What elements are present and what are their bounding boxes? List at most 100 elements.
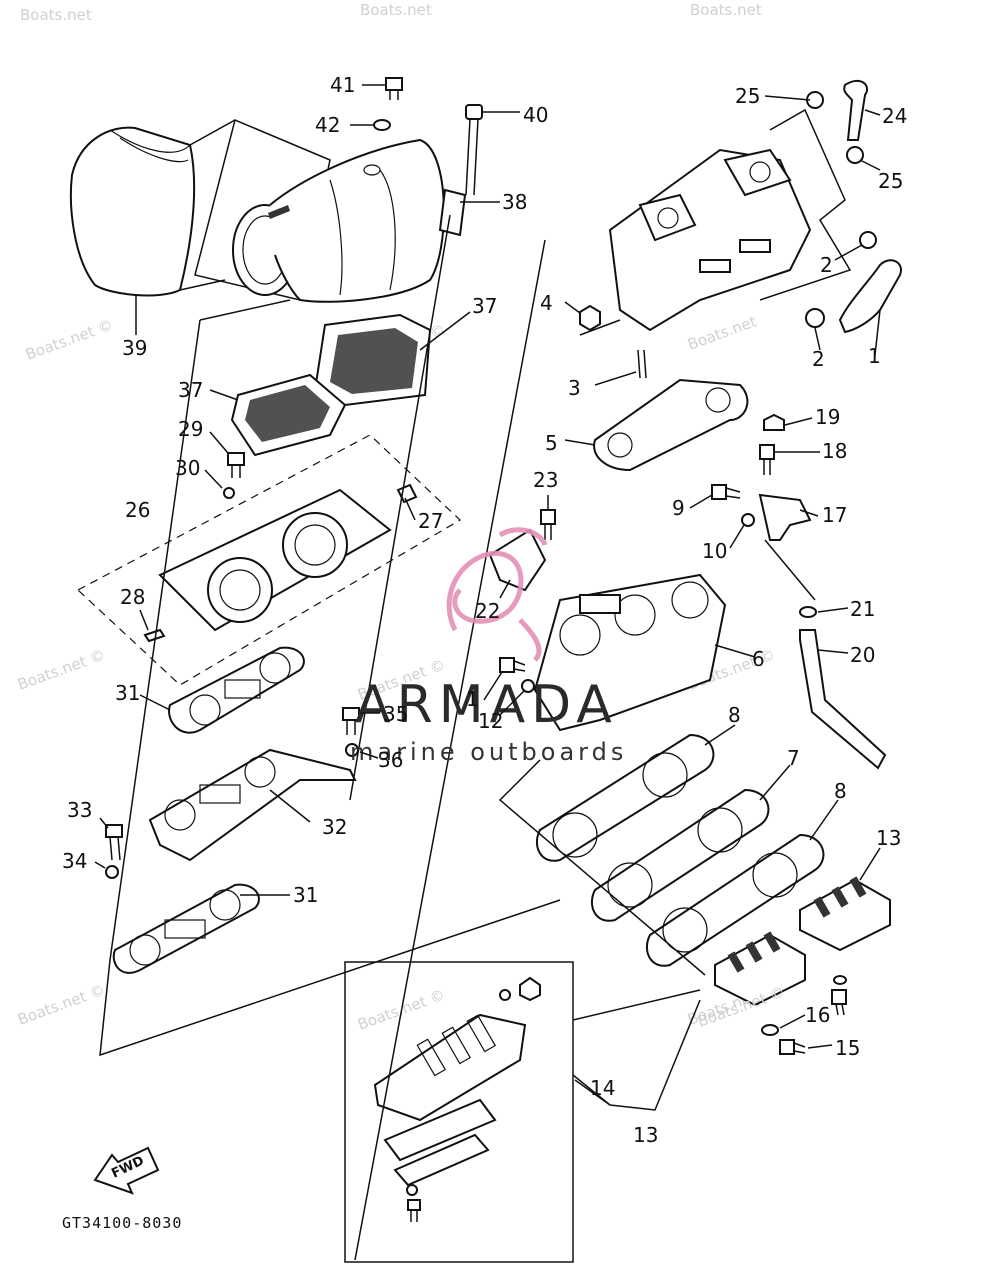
bolt-41	[385, 77, 403, 100]
reed-valve-left	[714, 931, 806, 1007]
bracket-38	[438, 188, 467, 237]
bracket-17	[758, 493, 812, 541]
leader	[572, 989, 701, 1021]
carburetor	[608, 148, 812, 332]
frame-outline	[99, 319, 561, 1057]
callout-13b: 13	[633, 1123, 658, 1147]
brand-tagline: marine outboards	[350, 738, 627, 766]
callout-20: 20	[850, 643, 875, 667]
watermark: Boats.net	[360, 1, 432, 19]
callout-5: 5	[545, 431, 558, 455]
callout-40: 40	[523, 103, 548, 127]
callout-2: 2	[820, 253, 833, 277]
callout-3: 3	[568, 376, 581, 400]
callout-8b: 8	[834, 779, 847, 803]
watermark: Boats.net ©	[15, 981, 107, 1029]
watermark: Boats.net ©	[15, 646, 107, 694]
watermark: Boats.net	[685, 312, 759, 353]
callout-13: 13	[876, 826, 901, 850]
sensor-22	[488, 528, 547, 592]
gasket-32	[148, 748, 357, 862]
air-box-base	[158, 488, 392, 632]
stud-3	[637, 349, 641, 379]
frame-outline	[349, 214, 451, 801]
callout-25: 25	[735, 84, 760, 108]
detail-inset-box	[344, 961, 574, 1263]
cap-19	[763, 413, 785, 431]
air-filter-element	[230, 313, 432, 457]
callout-31b: 31	[293, 883, 318, 907]
clamp-2b	[805, 308, 825, 328]
callout-35: 35	[383, 702, 408, 726]
watermark: Boats.net	[20, 6, 92, 24]
callout-19: 19	[815, 405, 840, 429]
callout-18: 18	[822, 439, 847, 463]
bolt-40	[465, 104, 483, 196]
washer-30	[223, 487, 235, 499]
air-intake-duct	[69, 119, 236, 297]
leader-lines	[94, 84, 881, 1106]
gasket-31-bottom	[112, 883, 260, 974]
reed-valve-detail	[373, 976, 541, 1222]
gasket-8-bottom	[645, 833, 825, 967]
callout-30: 30	[175, 456, 200, 480]
callout-25b: 25	[878, 169, 903, 193]
bolt-9	[711, 484, 741, 500]
intake-manifold	[533, 573, 727, 732]
callout-9: 9	[672, 496, 685, 520]
callout-31: 31	[115, 681, 140, 705]
callout-2b: 2	[812, 347, 825, 371]
callout-15: 15	[835, 1036, 860, 1060]
callout-16: 16	[805, 1003, 830, 1027]
bolt-15	[779, 1039, 806, 1055]
hose-1	[838, 259, 902, 334]
leader	[759, 108, 852, 301]
leader	[579, 319, 621, 336]
leader	[764, 539, 816, 601]
callout-42: 42	[315, 113, 340, 137]
brand-logo: ARMADA marine outboards	[350, 527, 627, 766]
washer-12	[521, 679, 535, 693]
callout-34: 34	[62, 849, 87, 873]
bolt-23	[540, 509, 556, 540]
gasket-7	[590, 788, 770, 922]
brand-name: ARMADA	[355, 675, 618, 735]
washer-42	[373, 119, 391, 131]
leader	[572, 999, 701, 1111]
callout-38: 38	[502, 190, 527, 214]
callout-12: 12	[478, 709, 503, 733]
callout-32: 32	[322, 815, 347, 839]
gasket-5	[593, 378, 749, 472]
leader	[498, 759, 706, 976]
callout-24: 24	[882, 104, 907, 128]
callout-7: 7	[787, 746, 800, 770]
pin-28	[143, 628, 166, 643]
washer-10	[741, 513, 755, 527]
clamp-25b	[846, 146, 864, 164]
callout-17: 17	[822, 503, 847, 527]
pipe-20	[799, 629, 887, 770]
bolt-15b	[831, 989, 847, 1016]
clamp-21	[799, 606, 817, 618]
air-silencer-case	[194, 118, 445, 321]
callout-6: 6	[752, 647, 765, 671]
watermark: Boats.net ©	[23, 316, 115, 364]
callout-8: 8	[728, 703, 741, 727]
callout-labels: 1 2 2 3 4 5 6 7 8 8 9 10 12 1 13 13 14 1…	[62, 73, 907, 1147]
callout-27: 27	[418, 509, 443, 533]
gasket-8-top	[535, 733, 715, 862]
callout-28: 28	[120, 585, 145, 609]
callout-22: 22	[475, 599, 500, 623]
washer-16	[761, 1024, 779, 1036]
clamp-2	[859, 231, 877, 249]
callout-29: 29	[178, 417, 203, 441]
washer-34	[105, 865, 119, 879]
hose-24	[843, 79, 868, 141]
bolt-1	[499, 657, 526, 673]
fwd-arrow-icon: FWD	[93, 1146, 160, 1195]
nut-4	[579, 304, 601, 332]
callout-39: 39	[122, 336, 147, 360]
callout-10: 10	[702, 539, 727, 563]
